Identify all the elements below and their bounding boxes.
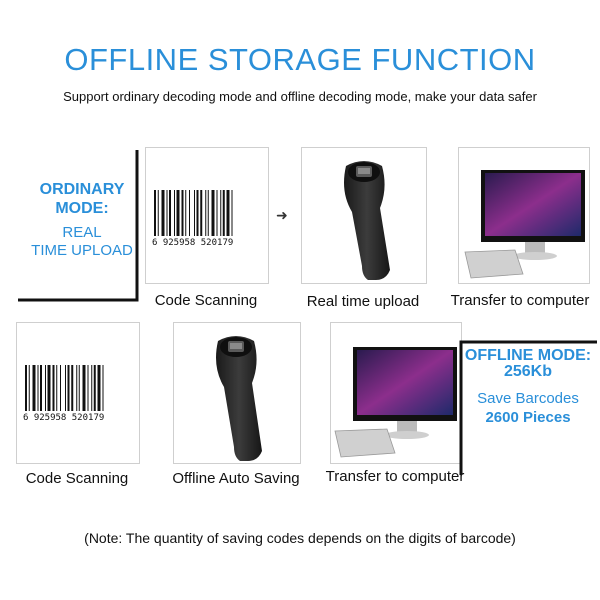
barcode-image-offline: 6 925958 520179 — [16, 322, 140, 464]
barcode-stripe — [207, 190, 209, 236]
barcode-stripe — [67, 365, 70, 411]
offline-mode-capacity: 256Kb — [503, 363, 553, 380]
barcode-graphic: 6 925958 520179 — [23, 365, 104, 423]
offline-mode-label: OFFLINE MODE: — [464, 347, 592, 364]
barcode-stripe — [196, 190, 199, 236]
ordinary-mode-label-line1: ORDINARY — [39, 181, 125, 198]
barcode-stripe — [93, 365, 96, 411]
caption-transfer-offline: Transfer to computer — [325, 468, 465, 485]
barcode-stripe — [82, 365, 86, 411]
barcode-stripe — [169, 190, 171, 236]
barcode-stripe — [157, 190, 159, 236]
barcode-stripe — [205, 190, 207, 236]
barcode-image-ordinary: 6 925958 520179 — [145, 147, 269, 284]
scanner-graphic — [344, 161, 390, 280]
barcode-stripe — [181, 190, 184, 236]
barcode-stripe — [176, 190, 180, 236]
computer-graphic — [334, 347, 457, 458]
barcode-stripe — [65, 365, 66, 411]
computer-graphic — [464, 170, 585, 279]
barcode-stripe — [71, 365, 74, 411]
barcode-graphic: 6 925958 520179 — [152, 190, 233, 248]
barcode-stripe — [185, 190, 187, 236]
barcode-stripe — [189, 190, 190, 236]
caption-real-time-upload: Real time upload — [306, 293, 420, 310]
barcode-stripe — [25, 365, 27, 411]
barcode-stripe — [60, 365, 61, 411]
caption-offline-auto-saving: Offline Auto Saving — [172, 470, 300, 487]
scanner-image-realtime — [301, 147, 427, 284]
barcode-stripe — [174, 190, 175, 236]
computer-image-ordinary — [458, 147, 590, 284]
barcode-stripe — [78, 365, 80, 411]
scanner-graphic — [216, 336, 262, 461]
computer-image-offline — [330, 322, 462, 464]
barcode-stripe — [102, 365, 104, 411]
scanner-image-offline — [173, 322, 301, 464]
barcode-stripe — [87, 365, 89, 411]
barcode-stripe — [161, 190, 165, 236]
ordinary-mode-sub: REAL TIME UPLOAD — [20, 224, 144, 260]
ordinary-mode-label: ORDINARY MODE: — [20, 180, 144, 218]
caption-transfer-ordinary: Transfer to computer — [450, 292, 590, 309]
barcode-stripe — [211, 190, 215, 236]
arrow-icon: ➜ — [276, 207, 288, 223]
caption-code-scanning-ordinary: Code Scanning — [154, 292, 258, 309]
ordinary-mode-sub-line2: TIME UPLOAD — [31, 242, 133, 259]
barcode-stripe — [194, 190, 195, 236]
ordinary-mode-label-line2: MODE: — [55, 200, 109, 217]
barcode-stripe — [226, 190, 230, 236]
barcode-digits: 6 925958 520179 — [23, 413, 104, 423]
page-title: OFFLINE STORAGE FUNCTION — [64, 42, 536, 77]
barcode-stripe — [56, 365, 58, 411]
barcode-stripe — [97, 365, 101, 411]
offline-save-barcodes: Save Barcodes — [477, 390, 579, 407]
barcode-stripe — [45, 365, 46, 411]
offline-mode-bracket — [459, 340, 597, 475]
ordinary-mode-sub-line1: REAL — [62, 224, 102, 241]
barcode-stripe — [91, 365, 93, 411]
barcode-stripe — [40, 365, 42, 411]
footnote: (Note: The quantity of saving codes depe… — [84, 530, 516, 546]
page-subtitle: Support ordinary decoding mode and offli… — [63, 89, 537, 104]
barcode-stripe — [231, 190, 233, 236]
barcode-stripe — [52, 365, 55, 411]
barcode-stripe — [32, 365, 36, 411]
barcode-stripe — [166, 190, 168, 236]
barcode-stripe — [154, 190, 156, 236]
caption-code-scanning-offline: Code Scanning — [25, 470, 129, 487]
barcode-stripe — [220, 190, 222, 236]
barcode-stripe — [37, 365, 39, 411]
barcode-stripe — [216, 190, 218, 236]
barcode-stripe — [28, 365, 30, 411]
barcode-digits: 6 925958 520179 — [152, 238, 233, 248]
barcode-stripe — [76, 365, 78, 411]
offline-save-count: 2600 Pieces — [485, 409, 571, 426]
barcode-stripe — [222, 190, 225, 236]
ordinary-mode-bracket — [18, 150, 139, 302]
barcode-stripe — [200, 190, 203, 236]
barcode-stripe — [47, 365, 51, 411]
